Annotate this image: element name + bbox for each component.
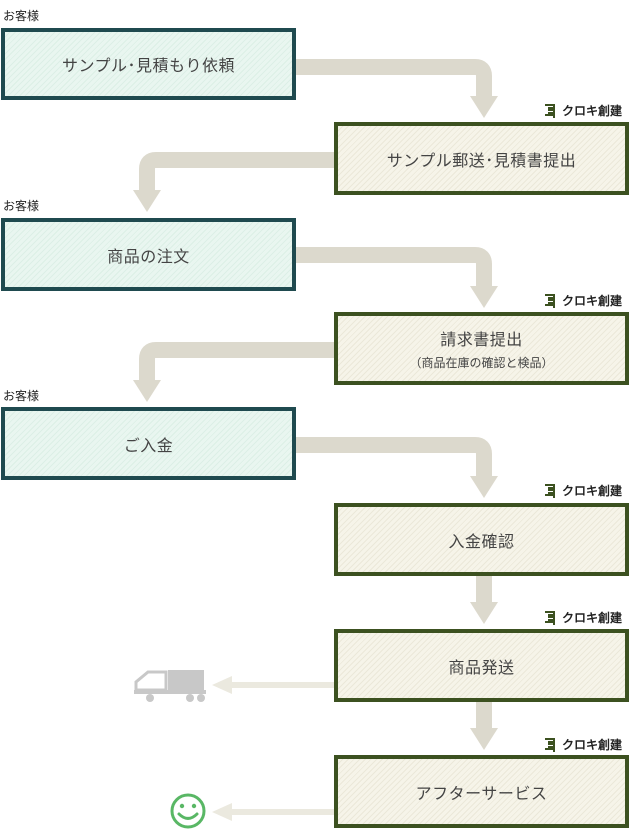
company-label-row: クロキ創建 <box>542 609 622 626</box>
connector-4-5 <box>133 342 334 402</box>
company-label: クロキ創建 <box>562 484 623 498</box>
shipping-arrow <box>212 676 334 694</box>
step-title: 入金確認 <box>448 531 515 551</box>
kuroki-logo-icon <box>545 483 555 498</box>
step-subtitle: （商品在庫の確認と検品） <box>409 356 554 370</box>
after-service-arrow <box>212 803 334 821</box>
company-label: クロキ創建 <box>562 104 623 118</box>
connector-7-8 <box>470 702 498 750</box>
company-label: クロキ創建 <box>562 611 623 625</box>
connector-1-2 <box>296 59 498 118</box>
step-title: サンプル･見積もり依頼 <box>61 56 236 75</box>
step-product-order: 商品の注文 <box>1 218 296 291</box>
truck-icon <box>134 670 206 702</box>
connector-6-7 <box>470 576 498 624</box>
step-sample-quote-request: サンプル･見積もり依頼 <box>1 28 296 100</box>
company-label: クロキ創建 <box>562 738 623 752</box>
smiley-icon <box>170 793 206 829</box>
step-title: アフターサービス <box>415 783 548 803</box>
company-label-row: クロキ創建 <box>542 736 622 753</box>
company-label: クロキ創建 <box>562 294 623 308</box>
step-sample-mail-quote-submit: サンプル郵送･見積書提出 <box>334 122 629 195</box>
step-title: 商品発送 <box>448 657 515 677</box>
step-after-service: アフターサービス <box>334 755 629 828</box>
connector-2-3 <box>133 152 334 212</box>
step-payment-confirmation: 入金確認 <box>334 503 629 576</box>
company-label-row: クロキ創建 <box>542 292 622 309</box>
kuroki-logo-icon <box>545 610 555 625</box>
customer-label: お客様 <box>3 199 40 213</box>
kuroki-logo-icon <box>545 737 555 752</box>
step-invoice-submit: 請求書提出 （商品在庫の確認と検品） <box>334 312 629 385</box>
step-title: 請求書提出 <box>440 330 523 349</box>
connector-3-4 <box>296 247 498 308</box>
company-label-row: クロキ創建 <box>542 102 622 119</box>
kuroki-logo-icon <box>545 103 555 118</box>
step-title: サンプル郵送･見積書提出 <box>386 150 577 170</box>
company-label-row: クロキ創建 <box>542 482 622 499</box>
step-title: ご入金 <box>123 435 174 455</box>
customer-label: お客様 <box>3 9 40 23</box>
connector-5-6 <box>296 437 498 498</box>
kuroki-logo-icon <box>545 293 555 308</box>
step-payment: ご入金 <box>1 407 296 480</box>
step-title: 商品の注文 <box>107 246 190 266</box>
step-product-shipment: 商品発送 <box>334 629 629 702</box>
customer-label: お客様 <box>3 389 40 403</box>
